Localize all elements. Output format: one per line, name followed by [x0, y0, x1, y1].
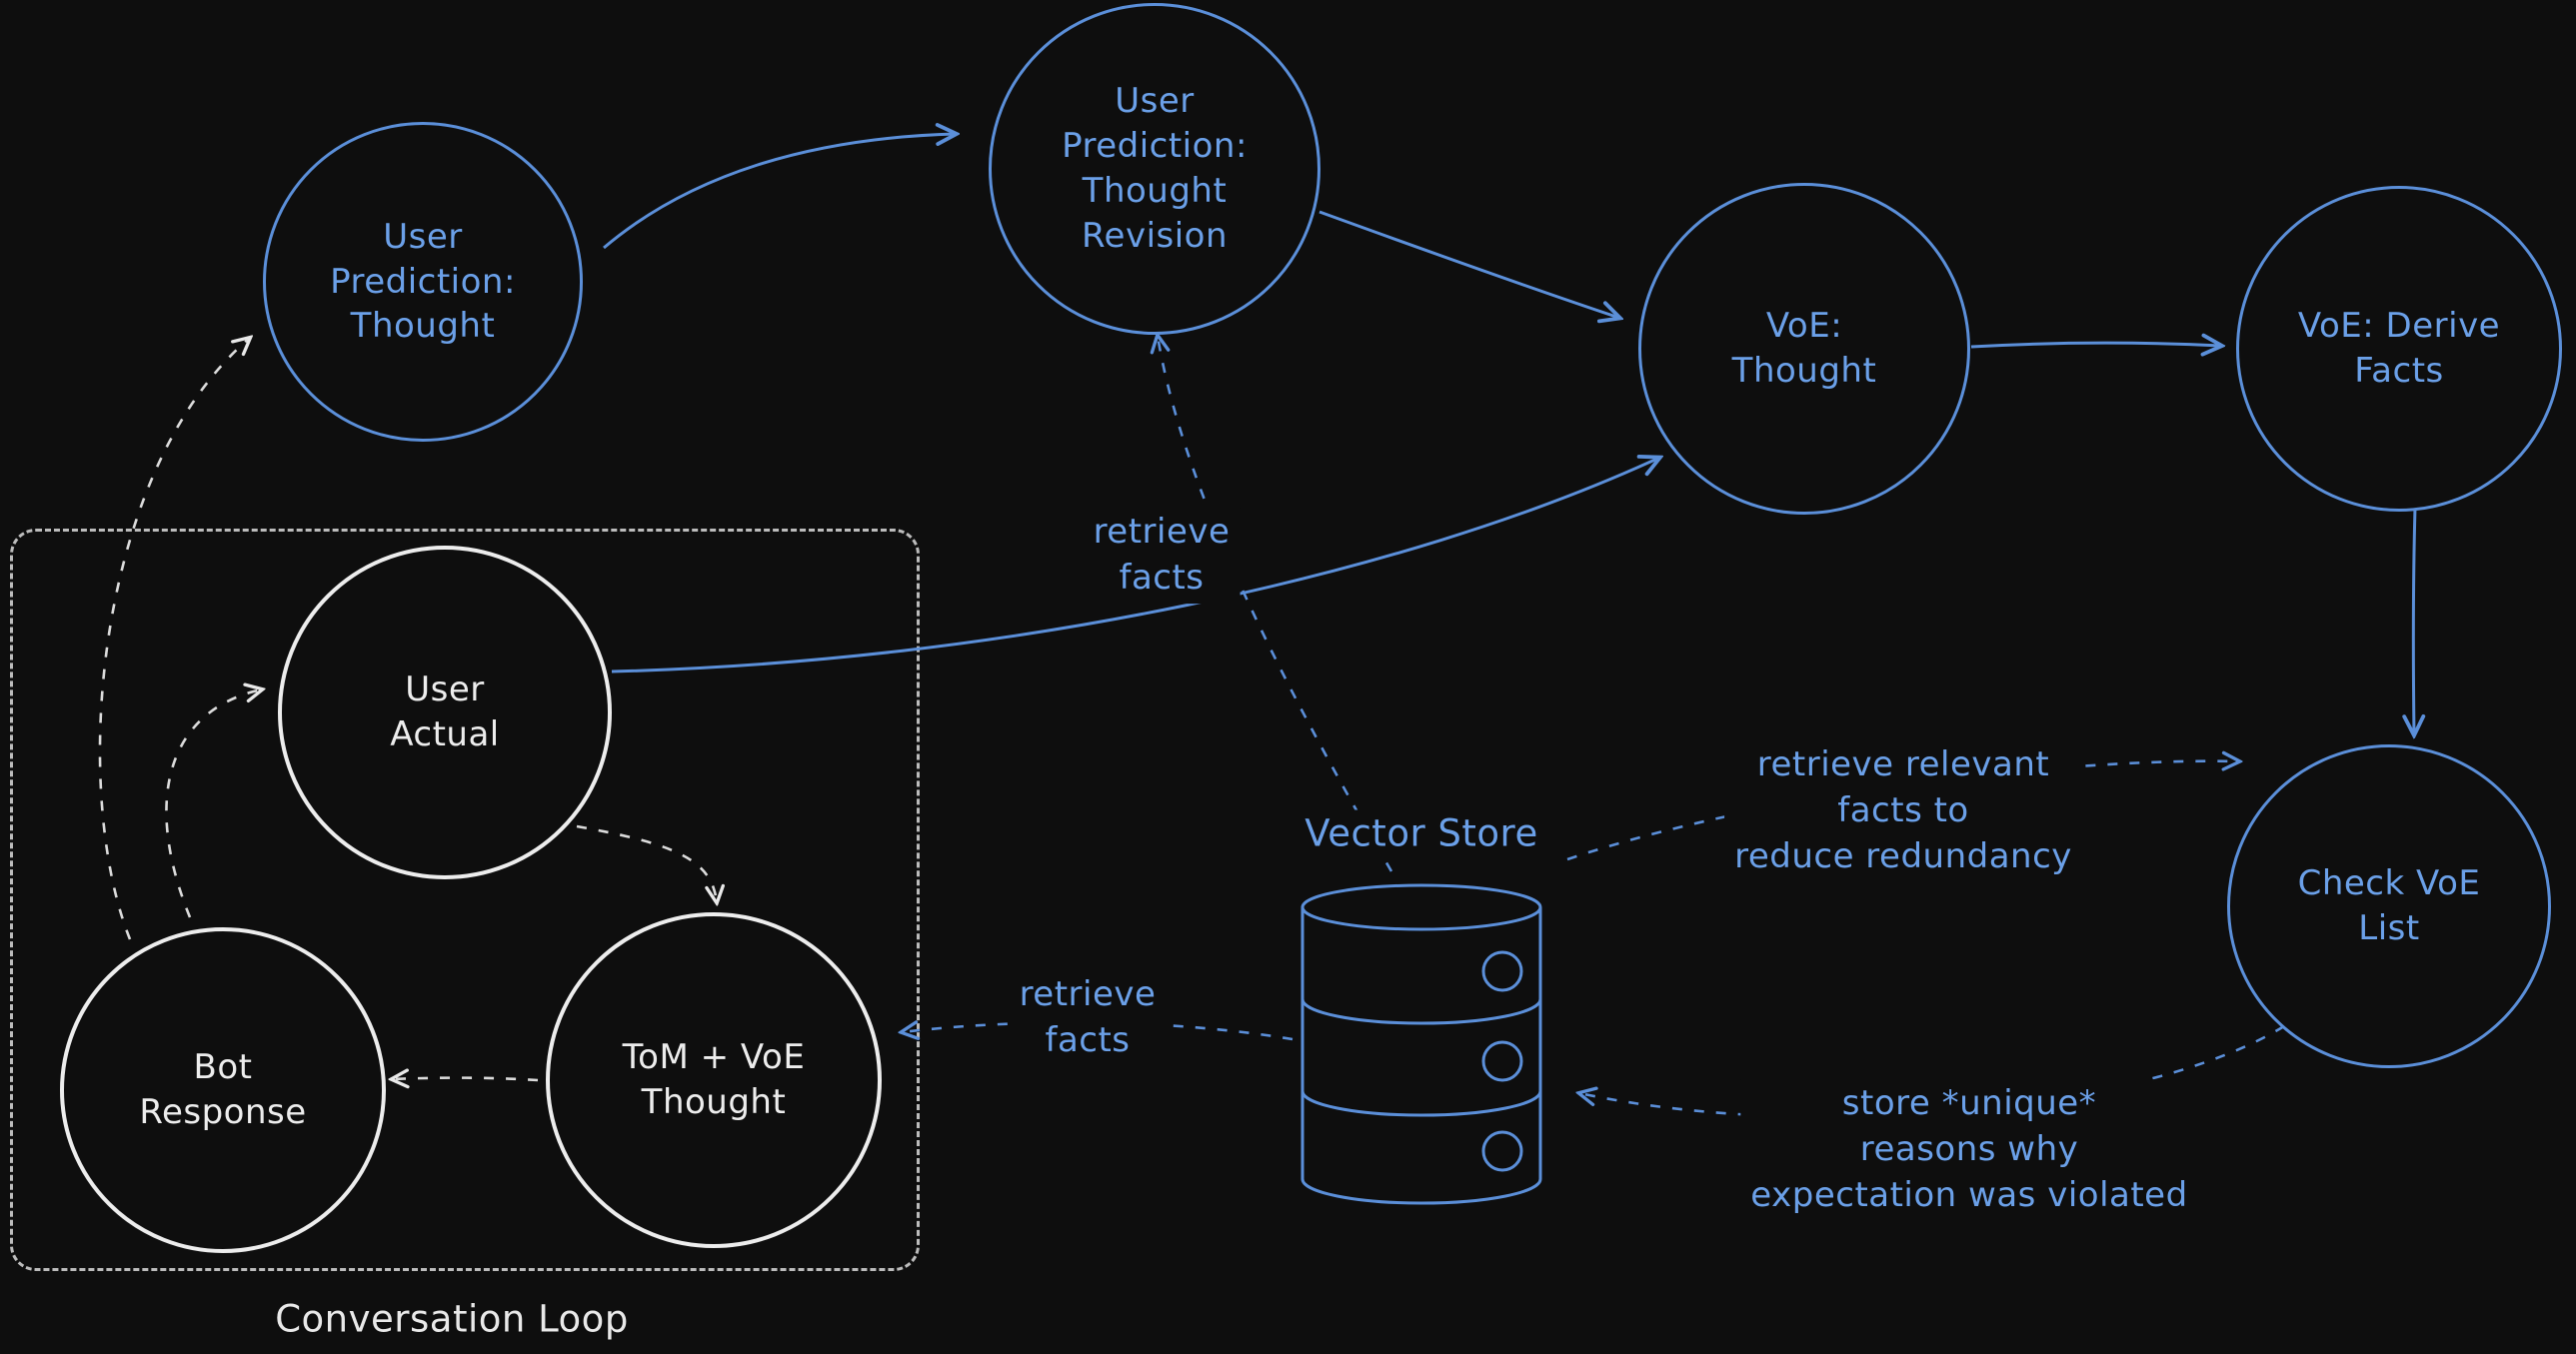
- node-label: User Prediction: Thought: [330, 216, 516, 347]
- edge-label-store-unique-reasons: store *unique* reasons why expectation w…: [1740, 1079, 2198, 1221]
- conversation-loop-label: Conversation Loop: [267, 1295, 637, 1343]
- node-user-prediction-thought: User Prediction: Thought: [263, 122, 583, 442]
- node-user-actual: User Actual: [278, 546, 612, 879]
- edge-user-actual-to-tom-voe: [576, 824, 717, 902]
- edge-tom-voe-to-bot-response: [392, 1078, 539, 1080]
- conversation-loop-box: [10, 529, 920, 1271]
- node-label: VoE: Derive Facts: [2297, 306, 2501, 391]
- node-voe-thought: VoE: Thought: [1638, 183, 1970, 515]
- edge-label-retrieve-facts-top: retrieve facts: [1083, 508, 1241, 604]
- edge-label-retrieve-relevant-facts: retrieve relevant facts to reduce redund…: [1724, 740, 2082, 882]
- node-label: Bot Response: [139, 1047, 307, 1132]
- node-label: User Prediction: Thought Revision: [1062, 81, 1248, 256]
- node-voe-derive-facts: VoE: Derive Facts: [2236, 186, 2562, 512]
- node-label: ToM + VoE Thought: [622, 1037, 806, 1122]
- edge-derive-facts-to-check-voe: [2413, 507, 2415, 734]
- node-user-prediction-thought-revision: User Prediction: Thought Revision: [989, 3, 1320, 335]
- node-label: VoE: Thought: [1731, 306, 1877, 391]
- edge-prediction-to-revision: [603, 134, 956, 250]
- edge-label-retrieve-facts-left: retrieve facts: [1009, 970, 1167, 1066]
- edge-vector-store-to-revision: [1158, 336, 1393, 872]
- edge-loop-to-prediction: [98, 338, 250, 940]
- node-bot-response: Bot Response: [60, 927, 386, 1253]
- vector-store-cylinder: [1300, 883, 1542, 1205]
- node-label: Check VoE List: [2297, 863, 2481, 948]
- node-check-voe-list: Check VoE List: [2227, 744, 2551, 1068]
- vector-store-label: Vector Store: [1296, 809, 1546, 857]
- node-label: User Actual: [390, 670, 500, 754]
- edge-user-actual-to-voe-thought: [611, 458, 1659, 674]
- edge-bot-response-to-user-actual: [165, 689, 262, 918]
- edge-voe-thought-to-derive-facts: [1970, 343, 2221, 347]
- edge-revision-to-voe-thought: [1318, 210, 1619, 318]
- node-tom-voe-thought: ToM + VoE Thought: [546, 912, 882, 1248]
- edge-vector-store-to-check-voe: [1566, 761, 2239, 861]
